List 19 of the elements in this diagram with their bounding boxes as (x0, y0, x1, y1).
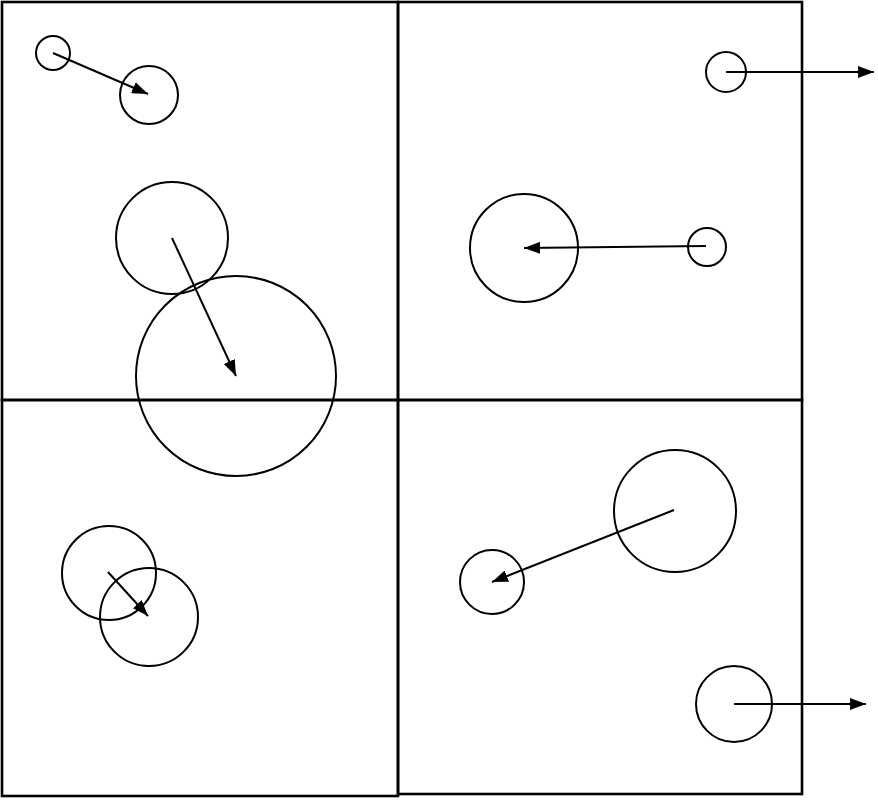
circle-node (97, 565, 199, 667)
circle-node (117, 63, 179, 125)
circle-node (685, 225, 727, 267)
circle-node (59, 523, 157, 621)
circle-node (704, 50, 748, 94)
circle-node (458, 548, 526, 616)
arrow (52, 52, 149, 95)
circle-node (34, 34, 72, 72)
arrow (107, 571, 149, 617)
arrow (725, 66, 875, 78)
circle-node (134, 274, 338, 478)
arrow (491, 509, 675, 583)
arrow (171, 237, 237, 377)
arrow (733, 698, 867, 710)
circle-node (694, 664, 774, 744)
circle-node (468, 192, 580, 304)
circle-node (114, 180, 230, 296)
arrow (523, 241, 707, 254)
circle-node (611, 447, 737, 573)
